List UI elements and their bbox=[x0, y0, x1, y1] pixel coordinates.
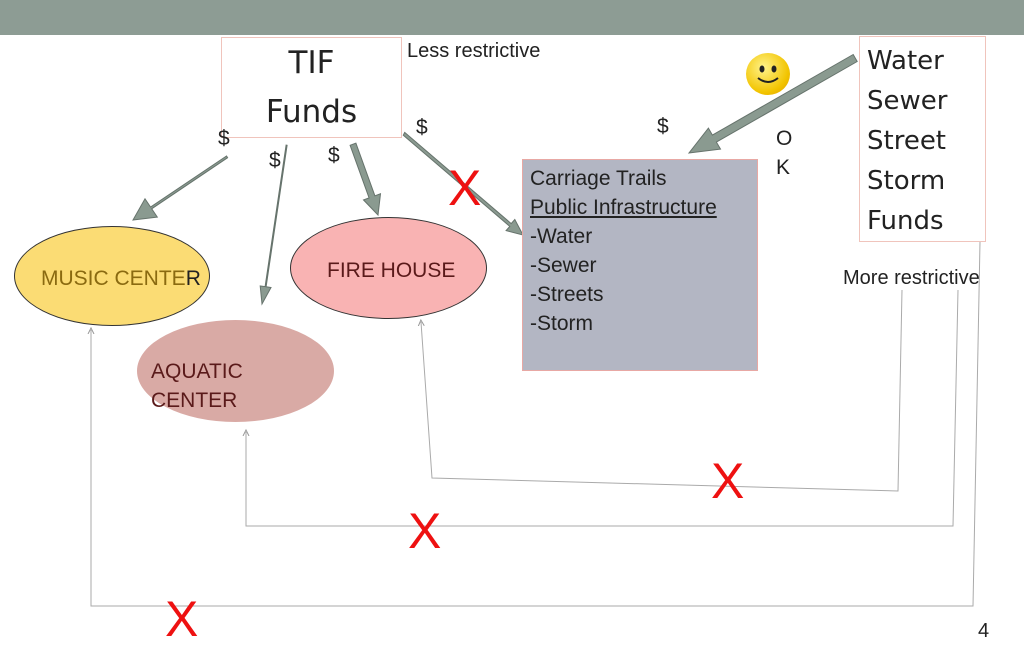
ok-label-o: O bbox=[776, 127, 793, 150]
arrow-tif-to-fire bbox=[349, 142, 382, 217]
funds-line-funds: Funds bbox=[867, 206, 944, 236]
carriage-trails-box: Carriage Trails Public Infrastructure -W… bbox=[522, 159, 758, 371]
carriage-item-streets: -Streets bbox=[530, 283, 604, 306]
x-mark-aquatic: X bbox=[408, 503, 442, 559]
music-center-label-overflow: R bbox=[185, 267, 201, 290]
funds-line-sewer: Sewer bbox=[867, 86, 948, 116]
aquatic-center-node bbox=[137, 320, 334, 422]
tif-funds-box: TIF Funds bbox=[221, 37, 402, 138]
fire-house-node bbox=[290, 217, 487, 319]
x-mark-music: X bbox=[165, 591, 199, 647]
dollar-label-music: $ bbox=[218, 127, 230, 150]
less-restrictive-label: Less restrictive bbox=[407, 40, 541, 62]
page-number: 4 bbox=[978, 620, 990, 642]
dollar-label-funds: $ bbox=[657, 115, 669, 138]
tif-title: TIF bbox=[288, 45, 335, 81]
header-bar bbox=[0, 0, 1024, 35]
fire-house-label: FIRE HOUSE bbox=[327, 259, 456, 282]
restriction-line-fire-house bbox=[421, 289, 903, 492]
arrow-funds-to-carriage bbox=[687, 53, 858, 154]
carriage-item-water: -Water bbox=[530, 225, 593, 248]
arrow-tif-to-music bbox=[132, 155, 229, 221]
more-restrictive-label: More restrictive bbox=[843, 267, 980, 289]
aquatic-center-label-line2: CENTER bbox=[151, 389, 238, 412]
x-mark-carriage: X bbox=[448, 160, 482, 216]
carriage-item-sewer: -Sewer bbox=[530, 254, 597, 277]
music-center-node bbox=[14, 226, 210, 326]
music-center-label-main: MUSIC CENTE bbox=[41, 267, 186, 290]
aquatic-center-label-line1: AQUATIC bbox=[151, 360, 243, 383]
x-mark-fire-house: X bbox=[711, 453, 745, 509]
tif-subtitle: Funds bbox=[265, 94, 358, 130]
music-center-label: MUSIC CENTER bbox=[41, 267, 201, 291]
dollar-label-aquatic: $ bbox=[269, 149, 281, 172]
carriage-title: Carriage Trails bbox=[530, 167, 667, 190]
ok-label-k: K bbox=[776, 156, 791, 179]
carriage-item-storm: -Storm bbox=[530, 312, 593, 335]
smiley-face-icon bbox=[746, 53, 790, 95]
funds-line-storm: Storm bbox=[867, 166, 946, 196]
arrow-tif-to-aquatic bbox=[259, 144, 288, 306]
utility-funds-box: Water Sewer Street Storm Funds bbox=[859, 36, 986, 242]
arrow-tif-to-carriage bbox=[402, 131, 524, 236]
funds-line-street: Street bbox=[867, 126, 947, 156]
dollar-label-carriage: $ bbox=[416, 116, 428, 139]
restriction-line-music bbox=[91, 241, 981, 607]
restriction-line-aquatic bbox=[246, 289, 959, 527]
funds-line-water: Water bbox=[867, 46, 944, 76]
carriage-subtitle: Public Infrastructure bbox=[530, 196, 717, 219]
dollar-label-fire: $ bbox=[328, 144, 340, 167]
